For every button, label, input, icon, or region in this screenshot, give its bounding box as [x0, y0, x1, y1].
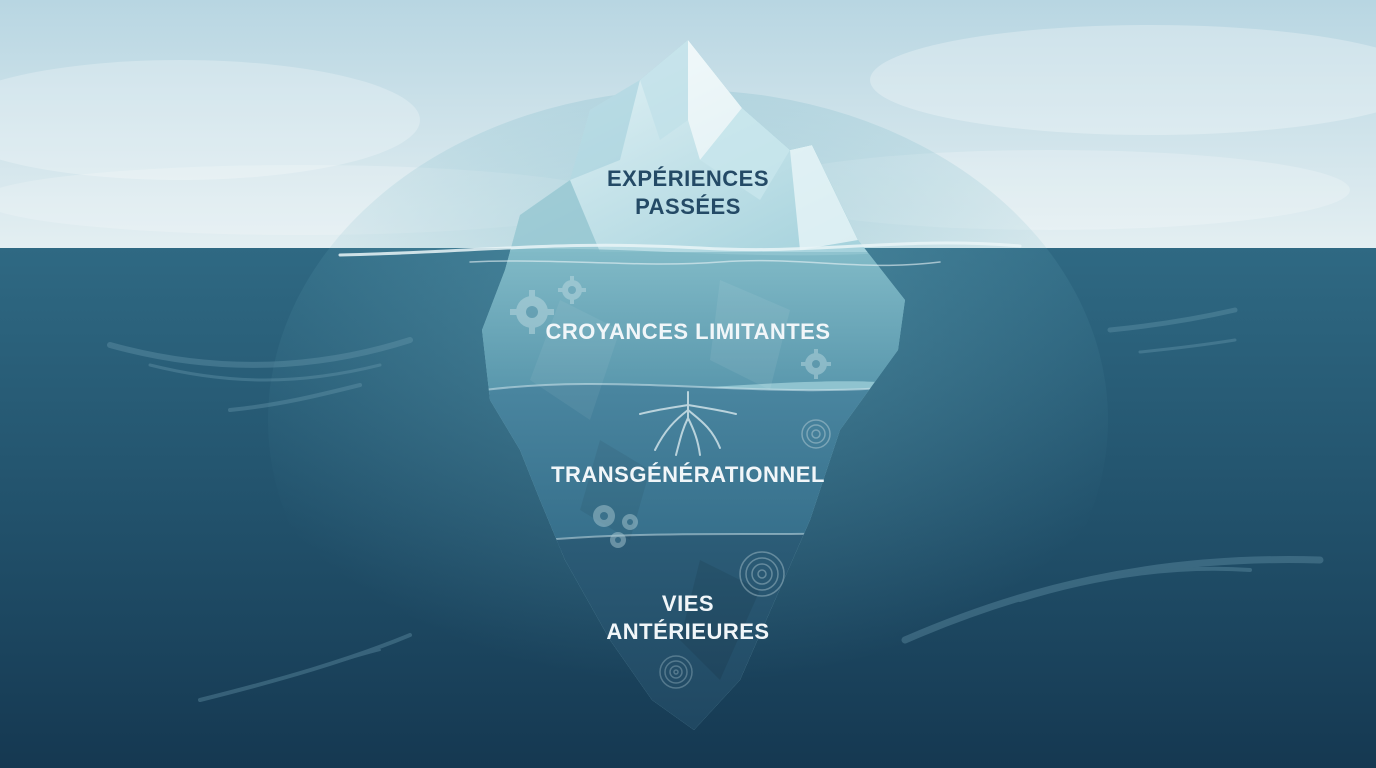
layer-label-past-experiences: EXPÉRIENCES PASSÉES — [0, 165, 1376, 221]
layer-label-limiting-beliefs: CROYANCES LIMITANTES — [0, 318, 1376, 346]
gear-icon — [801, 349, 831, 379]
layer-label-line: ANTÉRIEURES — [606, 619, 770, 644]
layer-label-line: TRANSGÉNÉRATIONNEL — [551, 462, 825, 487]
layer-label-line: PASSÉES — [635, 194, 741, 219]
layer-label-line: EXPÉRIENCES — [607, 166, 769, 191]
layer-label-past-lives: VIES ANTÉRIEURES — [0, 590, 1376, 646]
layer-label-line: CROYANCES LIMITANTES — [545, 319, 831, 344]
layer-label-transgenerational: TRANSGÉNÉRATIONNEL — [0, 461, 1376, 489]
spiral-icon — [801, 419, 831, 449]
gear-icon — [558, 276, 586, 304]
layer-label-line: VIES — [661, 591, 715, 616]
spiral-icon — [739, 551, 785, 597]
gear-icon — [510, 290, 554, 334]
gear-icon — [593, 505, 638, 548]
roots-icon — [639, 391, 737, 456]
spiral-icon — [659, 655, 693, 689]
